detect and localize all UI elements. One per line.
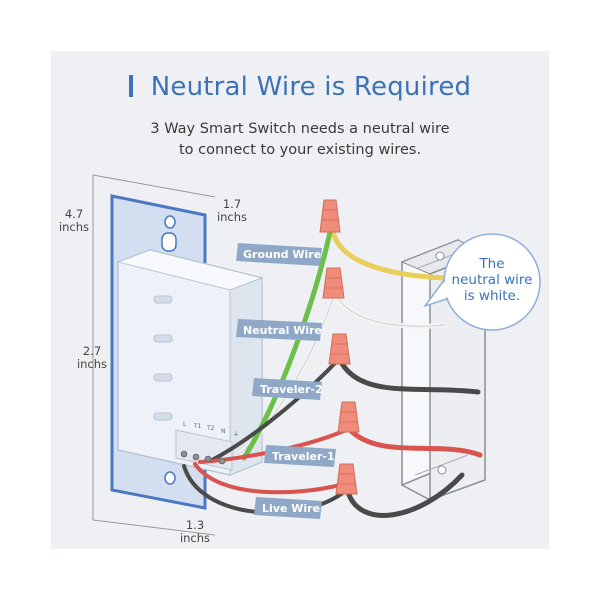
terminal-label-n: N (221, 428, 226, 435)
terminal-labels: L T1 T2 N ⏚ (183, 421, 239, 438)
traveler-2-wire (337, 357, 481, 395)
terminal-label-ground: ⏚ (233, 431, 239, 438)
dim-plate-height: 4.7 inchs (58, 207, 90, 234)
page-subtitle: 3 Way Smart Switch needs a neutral wire … (51, 119, 549, 161)
wires (182, 229, 483, 518)
yellow-wire (330, 229, 448, 281)
dim-plate-width: 1.7 inchs (216, 197, 248, 224)
neutral-callout-bubble (423, 233, 541, 331)
dim-body-height: 2.7 inchs (76, 344, 108, 371)
dim-depth: 1.3 inchs (179, 518, 211, 545)
wire-nut-traveler2 (328, 333, 351, 365)
svg-text:Traveler-2: Traveler-2 (260, 383, 323, 396)
dimension-lines (92, 174, 216, 536)
subtitle-line-2: to connect to your existing wires. (178, 142, 422, 158)
wire-nut-ground (319, 199, 341, 233)
svg-text:Traveler-1: Traveler-1 (272, 450, 335, 463)
svg-text:Live Wire: Live Wire (262, 502, 320, 515)
terminal-label-t2: T2 (206, 425, 215, 432)
wire-label-neutral: Neutral Wire (236, 319, 322, 341)
title-text: Neutral Wire is Required (150, 72, 472, 102)
wire-nuts (319, 199, 360, 495)
wire-label-ground: Ground Wire (236, 243, 322, 266)
terminal-label-l: L (183, 421, 187, 428)
wire-label-traveler1: Traveler-1 (264, 445, 336, 467)
callout-line-1: The (479, 256, 505, 272)
ground-wire-green (241, 229, 333, 461)
svg-text:Neutral Wire: Neutral Wire (243, 324, 322, 337)
callout-line-3: is white. (463, 288, 521, 304)
wire-label-traveler2: Traveler-2 (252, 378, 323, 400)
live-wire (345, 472, 465, 518)
traveler-1-wire (347, 427, 483, 458)
wire-nut-live (335, 463, 358, 495)
wire-nut-traveler1 (337, 401, 360, 433)
callout-line-2: neutral wire (451, 272, 533, 288)
page-title: Neutral Wire is Required (51, 72, 549, 102)
subtitle-line-1: 3 Way Smart Switch needs a neutral wire (150, 121, 450, 137)
title-bar-icon (128, 75, 133, 97)
neutral-callout-text: The neutral wire is white. (442, 256, 542, 304)
terminal-screws (180, 450, 226, 465)
terminal-label-t1: T1 (193, 423, 202, 430)
svg-text:Ground Wire: Ground Wire (243, 248, 321, 261)
wire-nut-neutral (322, 267, 345, 299)
wire-label-live: Live Wire (254, 497, 322, 519)
